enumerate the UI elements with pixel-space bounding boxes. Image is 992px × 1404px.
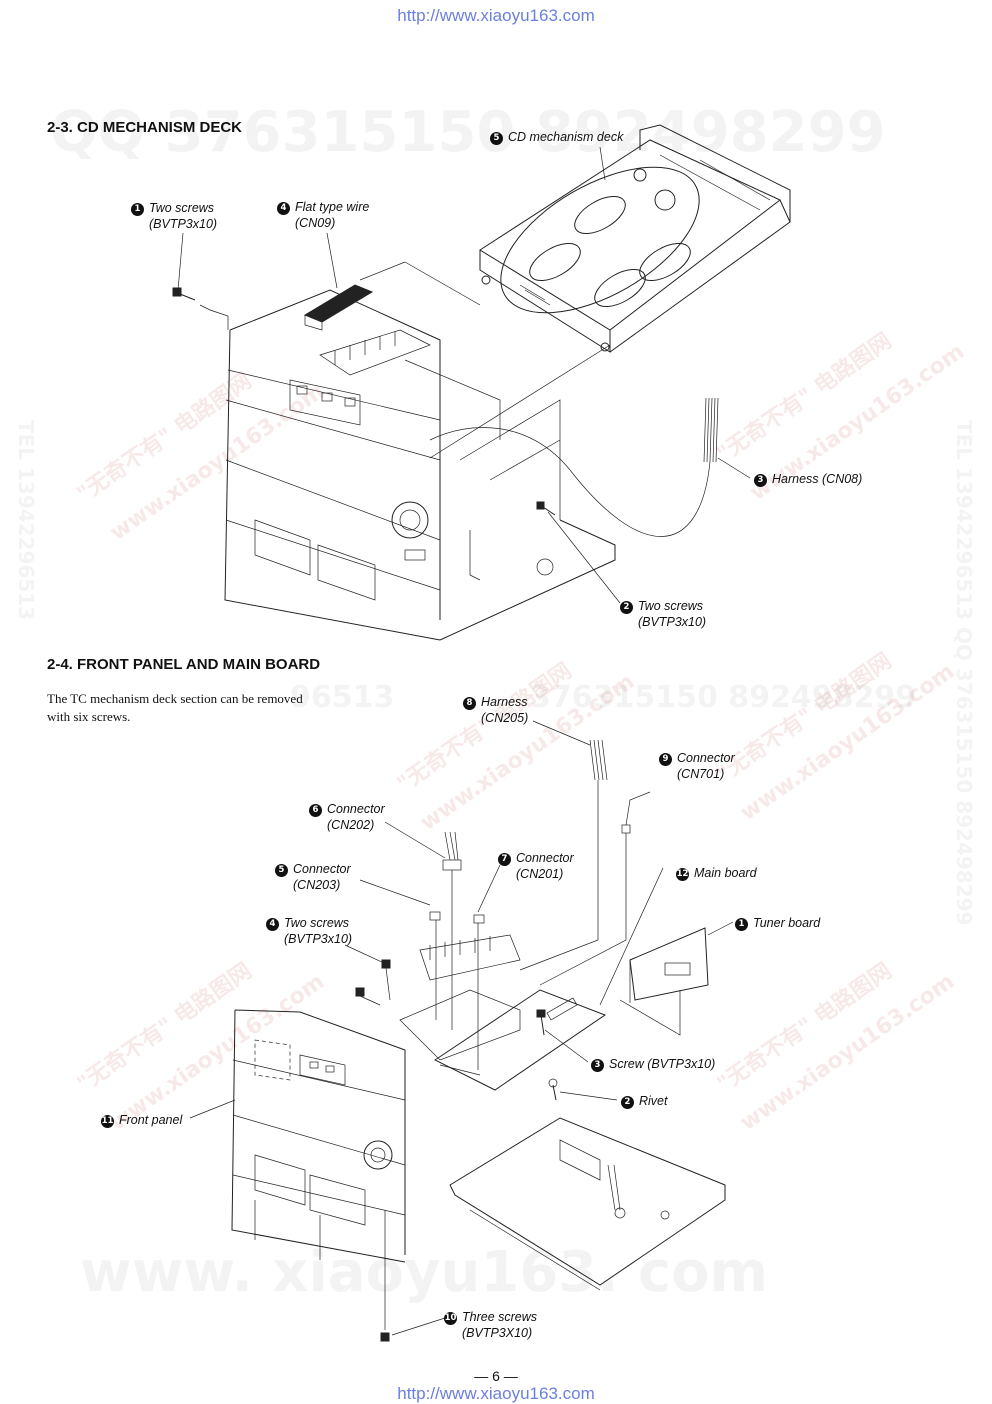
callout-subtext: (BVTP3x10) — [638, 615, 707, 629]
front-panel-main-board-drawing — [189, 720, 734, 1342]
page-number: — 6 — — [474, 1368, 518, 1384]
callout-subtext: (CN205) — [481, 711, 529, 725]
callout-cd-mechanism-deck: 5 CD mechanism deck — [490, 129, 623, 145]
callout-number-badge: 5 — [490, 131, 503, 145]
callout-number-badge: 6 — [309, 803, 322, 817]
callout-text: Screw (BVTP3x10) — [609, 1057, 716, 1071]
callout-connector-cn203: 5 Connector (CN203) — [275, 861, 351, 893]
callout-text: CD mechanism deck — [508, 130, 624, 144]
callout-subtext: (BVTP3X10) — [462, 1326, 533, 1340]
header-url[interactable]: http://www.xiaoyu163.com — [397, 6, 595, 25]
callout-number-badge: 3 — [591, 1058, 604, 1072]
callout-rivet: 2 Rivet — [621, 1093, 667, 1109]
callout-text: Three screws — [462, 1310, 538, 1324]
watermark-mid-number: 96513 — [290, 680, 394, 715]
callout-text: Two screws — [638, 599, 704, 613]
callout-two-screws-2: 2 Two screws (BVTP3x10) — [620, 598, 706, 630]
callout-number-badge: 4 — [266, 917, 279, 931]
callout-text: Tuner board — [753, 916, 821, 930]
callout-number-badge: 1 — [735, 917, 748, 931]
callout-number-badge: 5 — [275, 863, 288, 877]
callout-front-panel: 11 Front panel — [101, 1112, 182, 1128]
callout-connector-cn201: 7 Connector (CN201) — [498, 850, 574, 882]
callout-number-badge: 2 — [620, 600, 633, 614]
callout-number-badge: 7 — [498, 852, 511, 866]
callout-text: Front panel — [119, 1113, 183, 1127]
callout-text: Flat type wire — [295, 200, 370, 214]
callout-number-badge: 12 — [676, 867, 689, 881]
callout-three-screws: 10 Three screws (BVTP3X10) — [444, 1309, 537, 1341]
callout-subtext: (CN09) — [295, 216, 336, 230]
callout-connector-cn701: 9 Connector (CN701) — [659, 750, 735, 782]
watermark-qq-mid: 376315150 892498299 — [530, 680, 916, 715]
callout-text: Two screws — [149, 201, 215, 215]
watermark-big-bottom: www. xiaoyu163. com — [80, 1240, 768, 1305]
callout-harness-cn205: 8 Harness (CN205) — [463, 694, 528, 726]
callout-screw-3: 3 Screw (BVTP3x10) — [591, 1056, 715, 1072]
callout-subtext: (CN202) — [327, 818, 375, 832]
callout-number-badge: 10 — [444, 1311, 457, 1325]
callout-number-badge: 2 — [621, 1095, 634, 1109]
cd-mechanism-deck-drawing — [172, 124, 791, 641]
callout-text: Connector — [327, 802, 385, 816]
watermark-qq-top: QQ 376315150 892498299 — [50, 100, 886, 165]
section-title-cd-mechanism-deck: 2-3. CD MECHANISM DECK — [47, 119, 243, 136]
callout-number-badge: 8 — [463, 696, 476, 710]
watermark-side-left: TEL 13942296513 — [14, 420, 38, 620]
callout-text: Connector — [677, 751, 735, 765]
callout-number-badge: 11 — [101, 1114, 114, 1128]
footer-url[interactable]: http://www.xiaoyu163.com — [397, 1384, 595, 1403]
callout-number-badge: 1 — [131, 202, 144, 216]
callout-connector-cn202: 6 Connector (CN202) — [309, 801, 385, 833]
callout-number-badge: 4 — [277, 201, 290, 215]
callout-text: Two screws — [284, 916, 350, 930]
callout-text: Connector — [293, 862, 351, 876]
callout-text: Harness — [481, 695, 528, 709]
callout-text: Rivet — [639, 1094, 668, 1108]
callout-number-badge: 9 — [659, 752, 672, 766]
callout-text: Connector — [516, 851, 574, 865]
section-body-text: The TC mechanism deck section can be rem… — [47, 691, 303, 724]
callout-two-screws-4: 4 Two screws (BVTP3x10) — [266, 915, 352, 947]
callout-text: Main board — [694, 866, 757, 880]
callout-main-board: 12 Main board — [676, 865, 757, 881]
callout-tuner-board: 1 Tuner board — [735, 915, 820, 931]
callout-two-screws-1: 1 Two screws (BVTP3x10) — [131, 200, 217, 232]
callout-subtext: (CN203) — [293, 878, 341, 892]
watermark-side-right: TEL 13942296513 QQ 376315150 892498299 — [952, 420, 976, 925]
callout-subtext: (BVTP3x10) — [149, 217, 218, 231]
callout-subtext: (BVTP3x10) — [284, 932, 353, 946]
callout-subtext: (CN201) — [516, 867, 564, 881]
callout-number-badge: 3 — [754, 473, 767, 487]
callout-text: Harness (CN08) — [772, 472, 863, 486]
callout-subtext: (CN701) — [677, 767, 725, 781]
section-title-front-panel-main-board: 2-4. FRONT PANEL AND MAIN BOARD — [47, 656, 321, 673]
callout-harness-cn08: 3 Harness (CN08) — [754, 471, 862, 487]
callout-flat-type-wire: 4 Flat type wire (CN09) — [277, 199, 369, 231]
